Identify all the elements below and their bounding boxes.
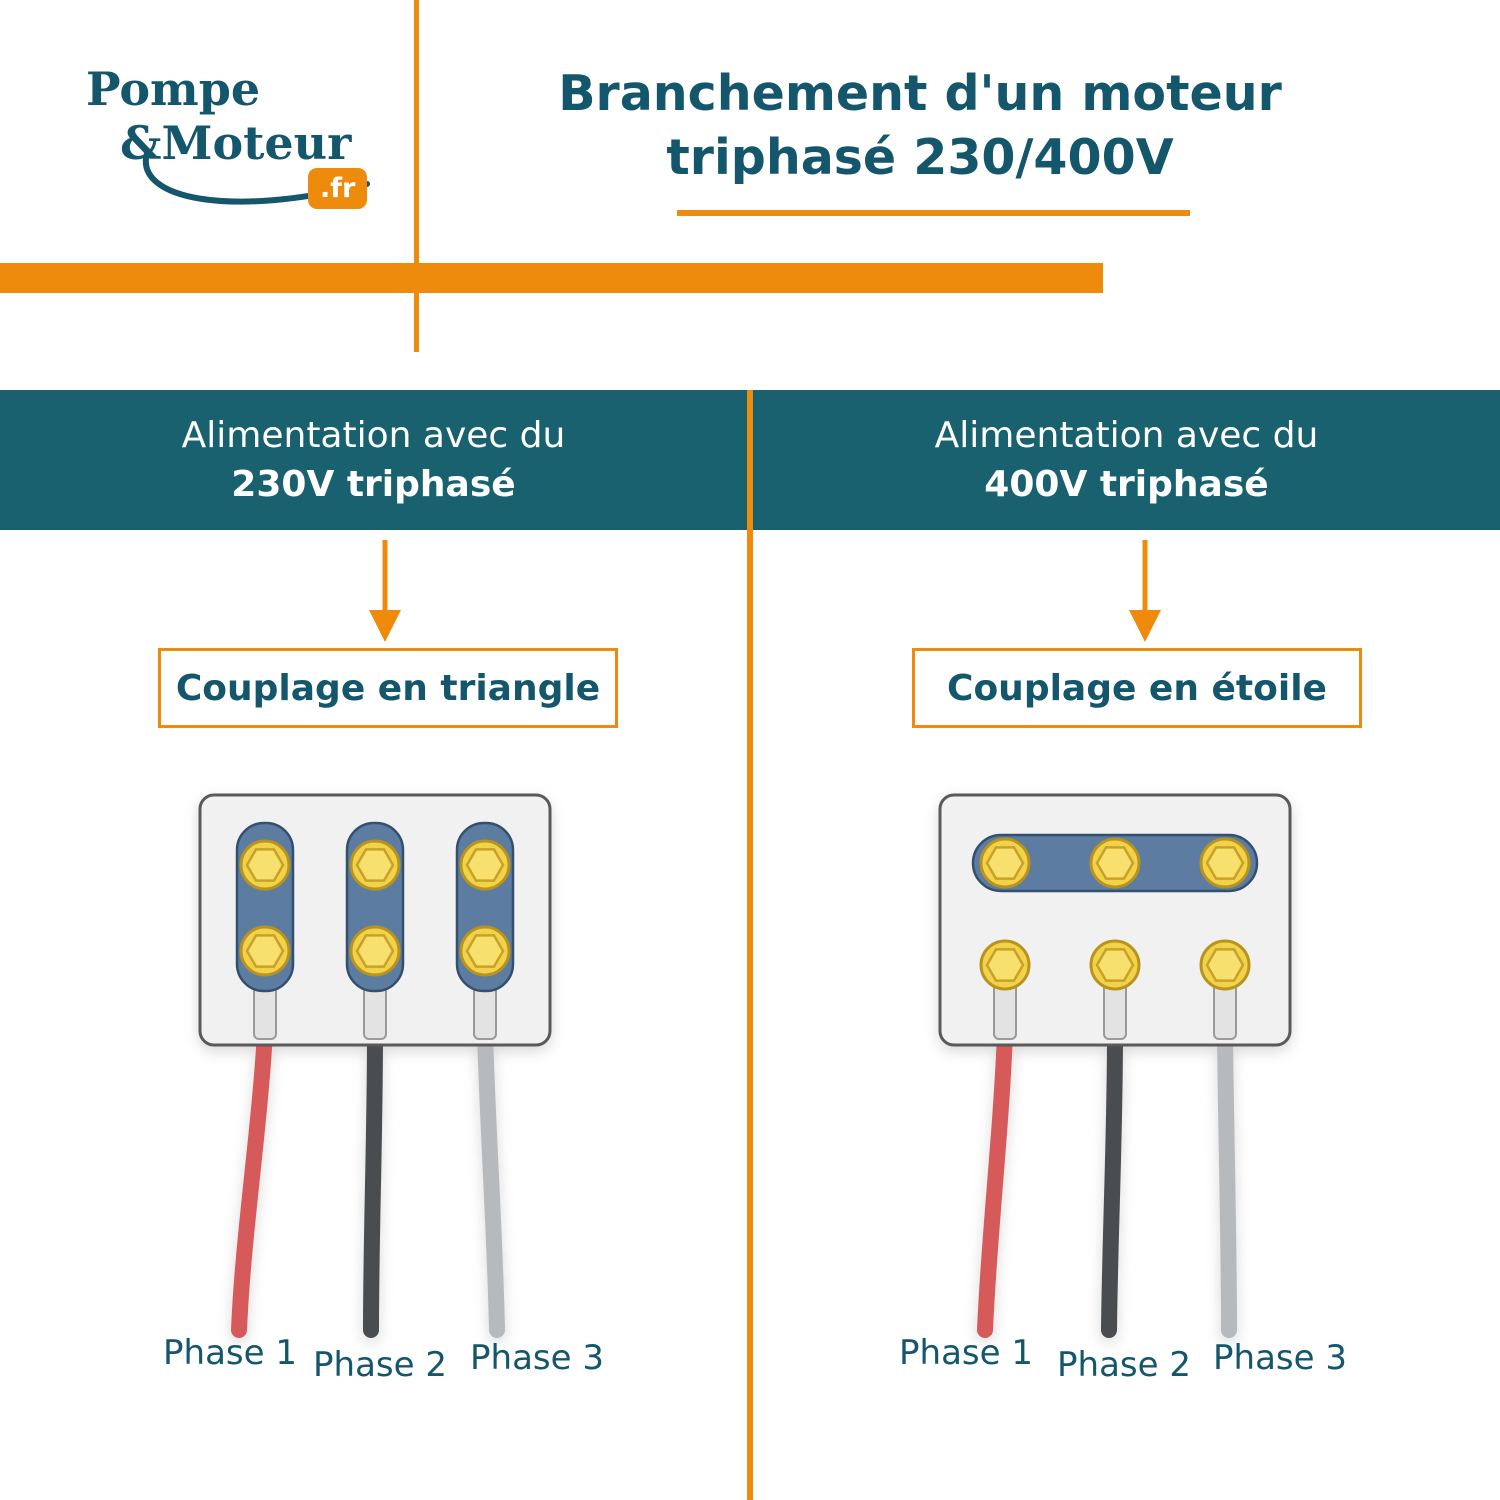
bolt-icon — [1089, 939, 1141, 991]
bolt-icon — [979, 939, 1031, 991]
down-arrow-icon — [1129, 540, 1161, 642]
phase-2-label: Phase 2 — [313, 1345, 447, 1385]
terminal-block-triangle — [198, 793, 552, 1338]
bolt-icon — [459, 839, 511, 891]
logo-word-moteur: &Moteur — [120, 116, 352, 170]
logo-word-pompe: Pompe — [86, 62, 261, 116]
bolt-icon — [239, 839, 291, 891]
phase-3-wire — [477, 1025, 505, 1338]
phase-3-label: Phase 3 — [1213, 1338, 1347, 1378]
column-header-400v: Alimentation avec du 400V triphasé — [753, 390, 1500, 530]
phase-2-wire — [1101, 1025, 1123, 1338]
page-title-line1: Branchement d'un moteur — [558, 65, 1282, 122]
page-title: Branchement d'un moteur triphasé 230/400… — [520, 62, 1320, 189]
bolt-icon — [1199, 837, 1251, 889]
down-arrow-icon — [369, 540, 401, 642]
phase-1-wire — [231, 1025, 273, 1338]
header-divider-bar — [0, 263, 1103, 293]
column-header-230v-line2: 230V triphasé — [231, 464, 516, 505]
top-vertical-line — [414, 0, 419, 352]
bolt-icon — [349, 925, 401, 977]
phase-1-label: Phase 1 — [163, 1333, 297, 1373]
coupling-label-etoile-text: Couplage en étoile — [947, 667, 1327, 709]
phase-1-wire — [977, 1025, 1013, 1338]
column-header-230v-line1: Alimentation avec du — [181, 415, 566, 456]
coupling-label-triangle: Couplage en triangle — [158, 648, 618, 728]
wire-lug — [993, 982, 1017, 1040]
phase-3-label: Phase 3 — [470, 1338, 604, 1378]
page-title-line2: triphasé 230/400V — [666, 128, 1174, 186]
coupling-label-triangle-text: Couplage en triangle — [175, 667, 601, 709]
bolt-icon — [239, 925, 291, 977]
wire-lug — [1103, 982, 1127, 1040]
bolt-icon — [349, 839, 401, 891]
title-underline — [677, 210, 1190, 216]
phase-1-label: Phase 1 — [899, 1333, 1033, 1373]
column-header-400v-line1: Alimentation avec du — [934, 415, 1319, 456]
bolt-icon — [459, 925, 511, 977]
phase-2-label: Phase 2 — [1057, 1345, 1191, 1385]
coupling-label-etoile: Couplage en étoile — [912, 648, 1362, 728]
bolt-icon — [1199, 939, 1251, 991]
bolt-icon — [979, 837, 1031, 889]
phase-3-wire — [1217, 1025, 1237, 1338]
column-header-230v: Alimentation avec du 230V triphasé — [0, 390, 747, 530]
terminal-block-etoile — [938, 793, 1292, 1338]
brand-logo: Pompe &Moteur .fr — [80, 62, 420, 232]
center-vertical-divider — [747, 390, 753, 1500]
bolt-icon — [1089, 837, 1141, 889]
phase-2-wire — [363, 1025, 383, 1338]
column-header-400v-line2: 400V triphasé — [984, 464, 1269, 505]
wire-lug — [1213, 982, 1237, 1040]
logo-fr-badge: .fr — [308, 168, 368, 209]
